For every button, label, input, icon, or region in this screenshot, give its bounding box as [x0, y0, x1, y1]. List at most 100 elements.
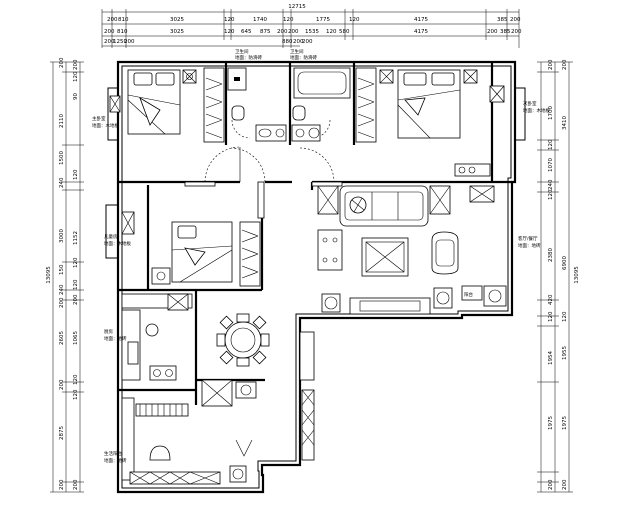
left-dim: 2605 — [59, 331, 65, 345]
right-overall-dimension: 13095 — [574, 266, 580, 284]
bathroom-left: 卫生间 地面：防滑砖 — [227, 48, 287, 142]
top-dim-row2: 200 — [511, 29, 522, 35]
left-dim-inner: 1152 — [73, 231, 79, 245]
right-dim-inner: 1700 — [548, 106, 554, 120]
room-label: 主卧室 — [92, 115, 106, 122]
door-panel — [184, 181, 216, 187]
tv-cabinet — [454, 163, 491, 177]
left-dim: 200 — [59, 379, 65, 390]
top-dim-row2: 875 — [260, 29, 271, 35]
right-dim-inner: 200 — [548, 59, 554, 70]
sofa — [339, 185, 429, 227]
dining-chair — [252, 350, 267, 365]
left-dim-inner: 200 — [73, 479, 79, 490]
left-dim-inner: 120 — [73, 71, 79, 82]
top-dim-row2: 120 — [224, 29, 235, 35]
tv-console — [349, 297, 431, 315]
top-dim-row2: 200 — [104, 29, 115, 35]
child-bedroom: 儿童房 地面：木地板 — [104, 211, 261, 287]
kitchen: 厨房 地面：地砖 — [104, 293, 193, 381]
desk — [461, 285, 483, 301]
room-floor: 地面：木地板 — [523, 107, 550, 114]
top-dim-row3: 200 — [104, 39, 115, 45]
room-label: 客厅/餐厅 — [518, 235, 538, 242]
top-dim-row1: 810 — [118, 17, 129, 23]
left-dim-inner: 120 — [73, 169, 79, 180]
dining-chair — [216, 333, 226, 347]
dining-area — [201, 313, 315, 461]
top-dim-row2: 4175 — [414, 29, 428, 35]
right-dimensions: 13095 200 3410 6900 120 1955 1975 200 20… — [537, 59, 580, 493]
door-panel — [311, 181, 343, 187]
dining-chair — [219, 315, 234, 330]
room-floor: 地面：木地板 — [92, 122, 119, 129]
right-dim-inner: 420 — [548, 294, 554, 305]
room-label: 卫生间 — [235, 48, 249, 55]
right-dim: 6900 — [562, 256, 568, 270]
right-dim-inner: 240 — [548, 179, 554, 190]
top-dim-row3: 200 — [124, 39, 135, 45]
left-dim: 150 — [59, 264, 65, 275]
room-floor: 地面：地砖 — [104, 457, 127, 464]
dining-chair — [236, 357, 250, 367]
second-bedroom: 次卧室 地面：木地板 — [355, 67, 550, 177]
left-dim-inner: 120 — [73, 389, 79, 400]
room-floor: 地面：木地板 — [104, 240, 131, 247]
storage-cabinet — [121, 397, 135, 481]
living-room: 客厅/餐厅 地面：地砖 阳台 — [317, 185, 541, 315]
top-overall-dimension: 12715 — [288, 4, 306, 10]
top-dim-row1: 4175 — [414, 17, 428, 23]
right-dim: 200 — [562, 479, 568, 490]
plant — [321, 293, 341, 313]
top-dim-row3: 880 — [282, 39, 293, 45]
right-dim: 3410 — [562, 116, 568, 130]
room-floor: 地面：地砖 — [104, 335, 127, 342]
top-dim-row3: 200 — [302, 39, 313, 45]
bathroom-right: 卫生间 地面：防滑砖 — [290, 48, 351, 142]
master-bedroom: 主卧室 地面：木地板 — [92, 67, 225, 143]
left-dim-inner: 200 — [73, 59, 79, 70]
dining-chair — [236, 313, 250, 323]
right-dim-inner: 120 — [548, 139, 554, 150]
drying-rack — [135, 403, 189, 417]
left-dim: 2875 — [59, 426, 65, 440]
top-dim-row1: 385 — [497, 17, 508, 23]
left-dim-inner: 200 — [73, 294, 79, 305]
plant — [235, 381, 257, 399]
top-dim-row3: 1250 — [113, 39, 127, 45]
right-dim-inner: 2380 — [548, 248, 554, 262]
top-dim-row2: 645 — [241, 29, 252, 35]
counter — [129, 471, 221, 485]
nightstand — [151, 267, 171, 285]
sideboard — [299, 331, 315, 381]
side-table — [317, 229, 343, 271]
right-dim-inner: 120 — [548, 189, 554, 200]
left-dim: 1500 — [59, 151, 65, 165]
stove — [149, 365, 177, 381]
top-dim-row2: 200 — [288, 29, 299, 35]
room-label: 生活阳台 — [104, 450, 122, 457]
top-dim-row1: 120 — [224, 17, 235, 23]
top-dim-row1: 1740 — [253, 17, 267, 23]
left-overall-dimension: 13095 — [46, 266, 52, 284]
top-dim-row2: 1535 — [305, 29, 319, 35]
left-dim: 3000 — [59, 229, 65, 243]
left-dim-inner: 1065 — [73, 331, 79, 345]
left-dim: 2110 — [59, 114, 65, 128]
top-dim-row2: 580 — [339, 29, 350, 35]
room-label: 厨房 — [104, 328, 113, 335]
top-dimensions: 12715 200 810 3025 120 1740 120 1775 120… — [101, 4, 522, 48]
right-dim-inner: 200 — [548, 479, 554, 490]
top-dim-row2: 3025 — [170, 29, 184, 35]
top-dim-row1: 120 — [349, 17, 360, 23]
sink — [127, 341, 139, 365]
top-dim-row2: 810 — [117, 29, 128, 35]
top-dim-row3: 200 — [293, 39, 304, 45]
room-floor: 地面：防滑砖 — [290, 54, 317, 61]
round-dining-table — [224, 321, 262, 359]
left-dim: 200 — [59, 57, 65, 68]
left-dim-inner: 120 — [73, 279, 79, 290]
top-dim-row1: 3025 — [170, 17, 184, 23]
sink — [145, 323, 159, 337]
